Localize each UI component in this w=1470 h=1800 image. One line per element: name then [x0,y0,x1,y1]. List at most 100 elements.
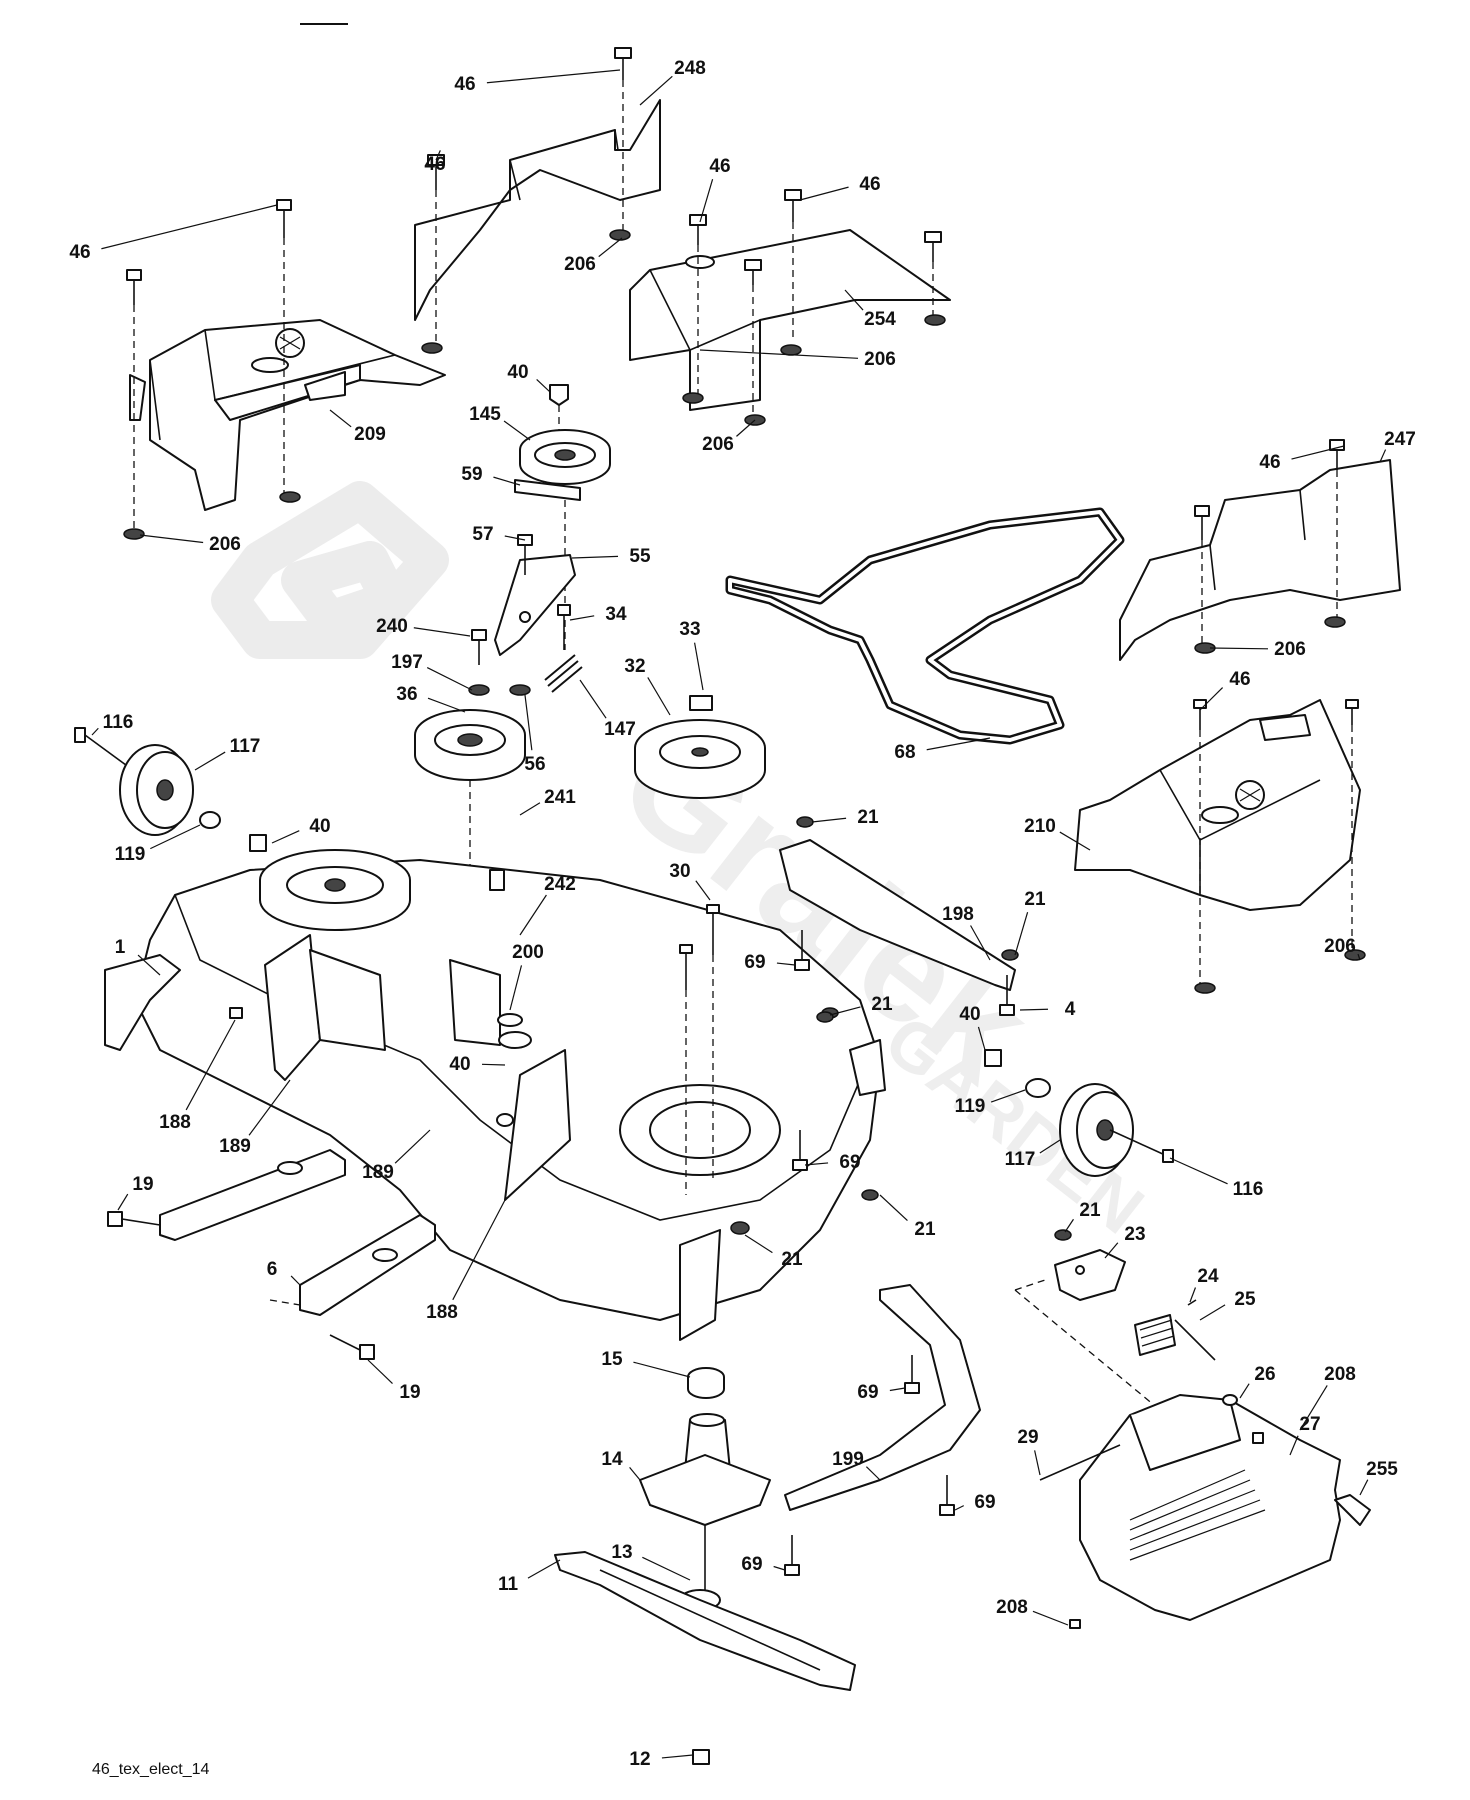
gauge-wheel-right-117 [984,1049,1174,1177]
leader-line [504,535,526,541]
leader-line [413,627,471,637]
leader-line [977,1026,986,1051]
callout-26: 26 [1239,1364,1276,1399]
callout-label: 208 [1324,1364,1356,1385]
callout-188-b: 188 [426,1199,506,1323]
leader-line [799,186,849,201]
leader-line [579,679,607,719]
callout-206-f: 206 [1324,936,1361,961]
callout-label: 240 [376,616,408,637]
callout-119-b: 119 [955,1089,1026,1117]
bolts-209 [123,199,301,540]
callout-label: 68 [894,742,915,763]
leader-line [139,534,204,544]
leader-line [990,1089,1026,1103]
leader-line [519,894,547,936]
leader-line [150,824,201,850]
leader-line [329,409,352,428]
callout-label: 69 [744,952,765,973]
lift-arms-6 [107,1149,436,1360]
callout-label: 69 [839,1152,860,1173]
callout-label: 14 [601,1449,623,1470]
callout-label: 188 [426,1302,458,1323]
callout-label: 19 [399,1382,420,1403]
callout-label: 4 [1065,999,1076,1020]
leader-line [699,179,714,223]
leader-line [290,1275,301,1286]
callout-label: 248 [674,58,706,79]
callout-label: 69 [974,1492,995,1513]
callout-label: 119 [955,1096,986,1117]
callout-209: 209 [329,409,386,445]
callout-label: 206 [1324,936,1356,957]
leader-line [1359,1479,1369,1496]
callout-label: 255 [1366,1459,1398,1480]
callout-247: 247 [1379,429,1416,463]
callout-56: 56 [524,694,546,775]
leader-line [519,802,541,816]
callout-label: 188 [159,1112,191,1133]
callout-23: 23 [1104,1224,1146,1259]
leader-line [1039,1139,1061,1154]
callout-206-e: 206 [1209,639,1306,660]
callout-36: 36 [396,684,466,713]
leader-line [776,962,796,966]
leader-line [481,1063,506,1066]
callout-248: 248 [639,58,706,106]
callout-147: 147 [579,679,636,740]
callout-240: 240 [376,616,471,637]
callout-label: 208 [996,1597,1028,1618]
bolts-30-69 [679,904,810,1195]
leader-line [1209,647,1269,650]
leader-line [91,727,99,736]
idler-bracket-55 [468,534,583,696]
leader-line [926,737,991,751]
callout-199: 199 [832,1449,881,1481]
callout-label: 33 [679,619,700,640]
callout-6: 6 [267,1259,301,1286]
blade-11 [554,1551,856,1765]
shield-247 [1119,459,1401,661]
leader-line [629,1467,641,1481]
leader-line [693,642,704,691]
leader-line [1104,1242,1119,1259]
callout-206-d: 206 [702,419,756,455]
leader-line [1199,687,1224,711]
callout-label: 69 [857,1382,878,1403]
callout-46-c: 46 [424,150,446,175]
right-belt-cover-210 [1074,699,1361,911]
leader-line [647,677,671,716]
callout-label: 189 [362,1162,394,1183]
callout-30: 30 [669,861,711,901]
callout-label: 21 [857,807,879,828]
callout-24: 24 [1189,1266,1219,1303]
callout-242: 242 [519,874,576,936]
leader-line [435,150,441,161]
callout-label: 242 [544,874,576,895]
callout-116-a: 116 [91,712,133,736]
leader-line [1289,1435,1299,1456]
callout-label: 1 [115,937,126,958]
leader-line [699,349,859,359]
callout-label: 40 [449,1054,470,1075]
callout-13: 13 [611,1542,691,1581]
leader-line [1379,449,1387,463]
callout-69-d: 69 [954,1492,996,1513]
callout-label: 29 [1017,1427,1038,1448]
callout-40-d: 40 [959,1004,986,1051]
leader-line [879,1194,908,1221]
callout-117-a: 117 [194,736,260,771]
callout-label: 199 [832,1449,864,1470]
callout-label: 36 [396,684,417,705]
callout-label: 254 [864,309,896,330]
leader-line [185,1019,236,1111]
leader-line [452,1199,506,1301]
leader-line [194,751,226,771]
callout-label: 34 [605,604,627,625]
leader-line [639,75,673,106]
callout-label: 21 [914,1219,936,1240]
leader-line [773,1565,786,1571]
callout-116-b: 116 [1169,1157,1263,1200]
callout-label: 197 [391,652,423,673]
